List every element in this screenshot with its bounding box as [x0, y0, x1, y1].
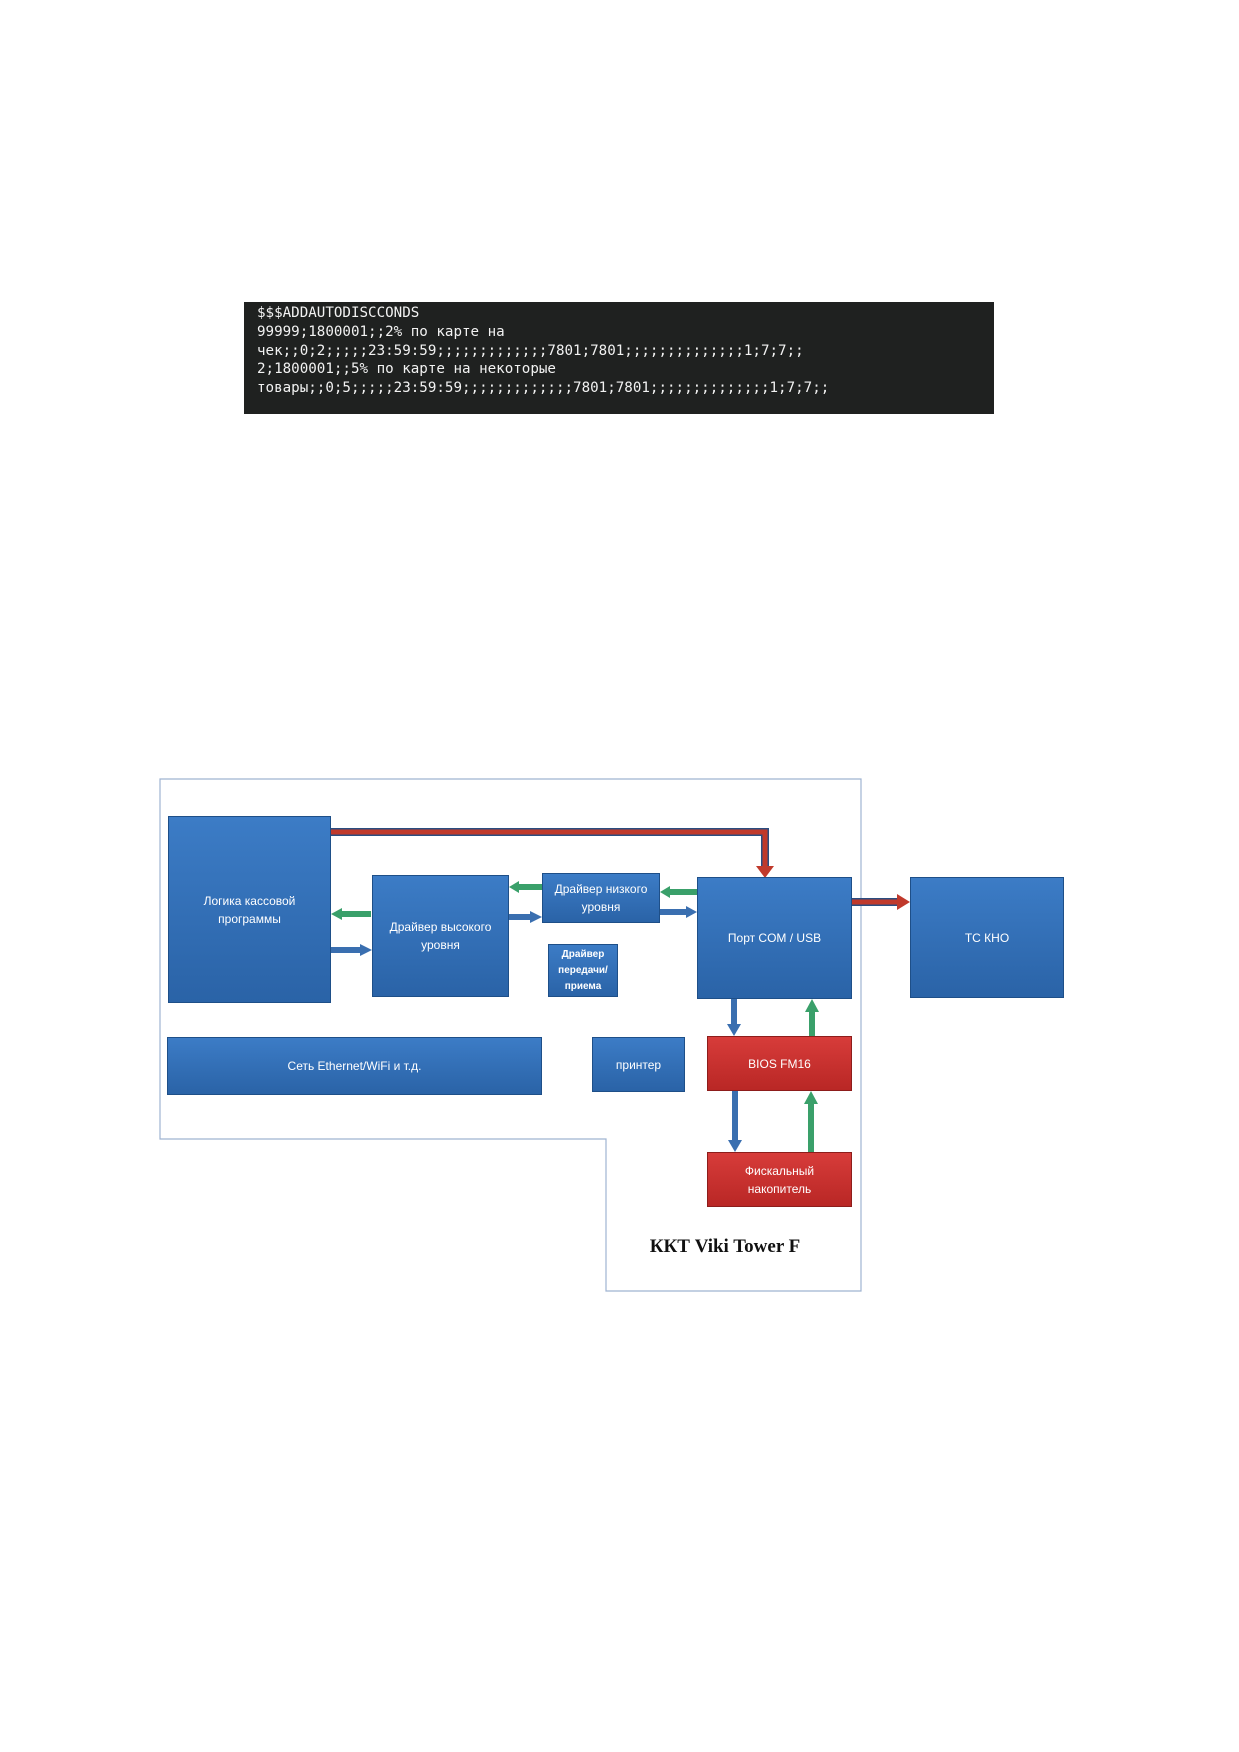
block-tx-rx-driver: Драйвер передачи/ приема — [548, 944, 618, 997]
block-low-level-driver: Драйвер низкого уровня — [542, 873, 660, 923]
code-snippet: $$$ADDAUTODISCCONDS 99999;1800001;;2% по… — [244, 302, 994, 414]
code-line: 99999;1800001;;2% по карте на — [257, 323, 505, 340]
block-cash-logic: Логика кассовой программы — [168, 816, 331, 1003]
block-ts-kno: ТС КНО — [910, 877, 1064, 998]
code-line: $$$ADDAUTODISCCONDS — [257, 305, 420, 321]
block-port-com-usb: Порт COM / USB — [697, 877, 852, 999]
code-line: товары;;0;5;;;;;23:59:59;;;;;;;;;;;;;780… — [257, 380, 830, 397]
block-network: Сеть Ethernet/WiFi и т.д. — [167, 1037, 542, 1095]
block-printer: принтер — [592, 1037, 685, 1092]
diagram-caption: ККТ Viki Tower F — [649, 1236, 801, 1257]
block-bios-fm16: BIOS FM16 — [707, 1036, 852, 1091]
arrow-logic-to-port — [331, 828, 769, 868]
kkt-frame — [159, 778, 862, 1292]
code-line: 2;1800001;;5% по карте на некоторые — [257, 361, 556, 378]
block-high-level-driver: Драйвер высокого уровня — [372, 875, 509, 997]
code-line: чек;;0;2;;;;;23:59:59;;;;;;;;;;;;;7801;7… — [257, 342, 804, 359]
block-fiscal-storage: Фискальный накопитель — [707, 1152, 852, 1207]
